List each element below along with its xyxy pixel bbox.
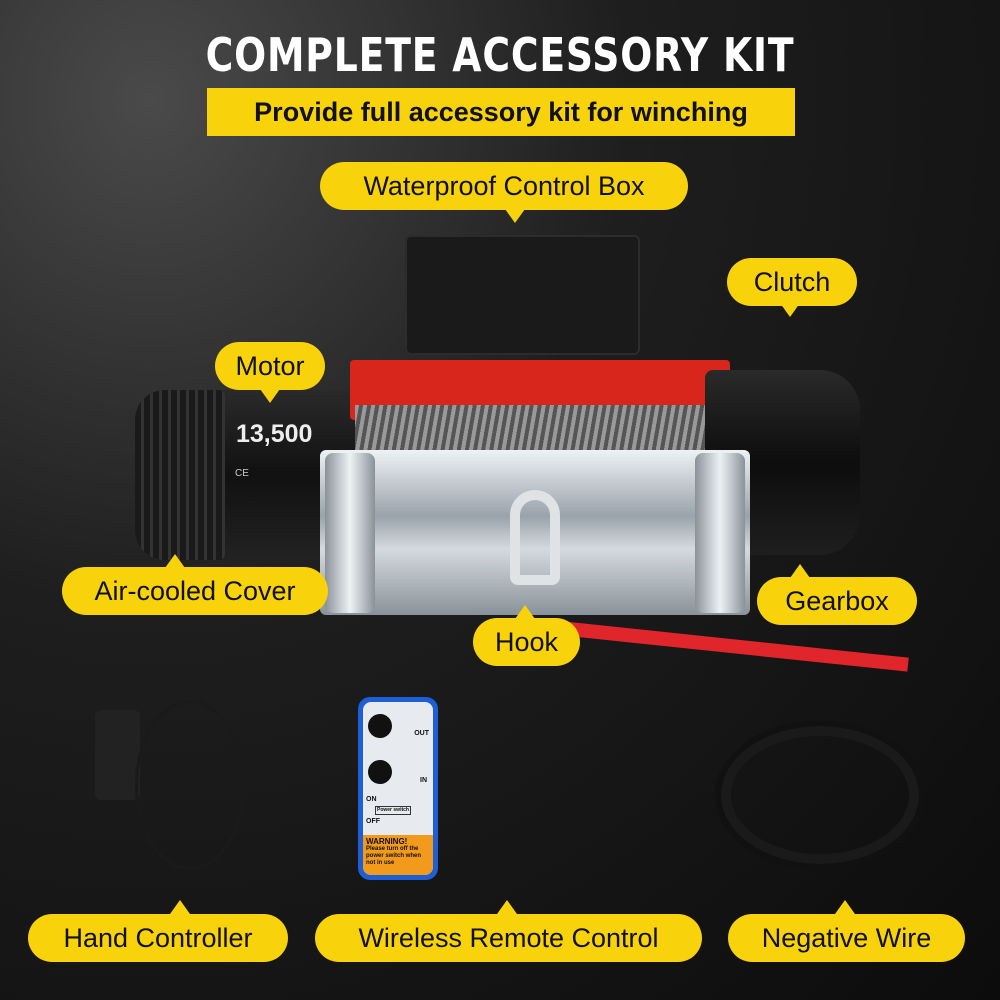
hook-shackle xyxy=(510,490,560,585)
label-negative-wire: Negative Wire xyxy=(728,914,965,962)
subtitle-banner: Provide full accessory kit for winching xyxy=(207,88,795,136)
page-title: COMPLETE ACCESSORY KIT xyxy=(205,28,795,82)
negative-wire-image xyxy=(705,700,935,880)
pointer-icon xyxy=(780,303,800,317)
fairlead-roller-right xyxy=(695,453,745,613)
capacity-marking: 13,500 xyxy=(236,420,313,448)
hook-strap xyxy=(549,620,909,672)
off-label: OFF xyxy=(366,818,380,825)
label-motor: Motor xyxy=(215,342,325,390)
pointer-icon xyxy=(170,900,190,914)
on-label: ON xyxy=(366,796,377,803)
fairlead xyxy=(320,450,750,615)
label-gearbox: Gearbox xyxy=(757,577,917,625)
hand-controller-image xyxy=(95,700,245,870)
out-label: OUT xyxy=(414,730,429,737)
warning-text: Please turn off the power switch when no… xyxy=(366,846,422,866)
wireless-remote-image: OUT IN ON Power switch OFF WARNING! Plea… xyxy=(358,697,438,880)
label-hook: Hook xyxy=(473,618,580,666)
air-cooled-cover xyxy=(135,390,225,560)
pointer-icon xyxy=(165,554,185,568)
label-control-box: Waterproof Control Box xyxy=(320,162,688,210)
in-button xyxy=(368,760,392,784)
control-box xyxy=(405,235,640,355)
pointer-icon xyxy=(260,389,280,403)
ce-marking: CE xyxy=(235,468,249,479)
pointer-icon xyxy=(515,605,535,619)
in-label: IN xyxy=(420,777,427,784)
pointer-icon xyxy=(505,209,525,223)
fairlead-roller-left xyxy=(325,453,375,613)
label-clutch: Clutch xyxy=(727,258,857,306)
label-wireless-remote: Wireless Remote Control xyxy=(315,914,702,962)
label-air-cooled-cover: Air-cooled Cover xyxy=(62,567,328,615)
warning-panel: WARNING! Please turn off the power switc… xyxy=(363,835,433,875)
pointer-icon xyxy=(835,900,855,914)
out-button xyxy=(368,714,392,738)
pointer-icon xyxy=(790,564,810,578)
label-hand-controller: Hand Controller xyxy=(28,914,288,962)
warning-title: WARNING! xyxy=(366,837,408,846)
pointer-icon xyxy=(497,900,517,914)
power-switch-label: Power switch xyxy=(375,806,411,815)
